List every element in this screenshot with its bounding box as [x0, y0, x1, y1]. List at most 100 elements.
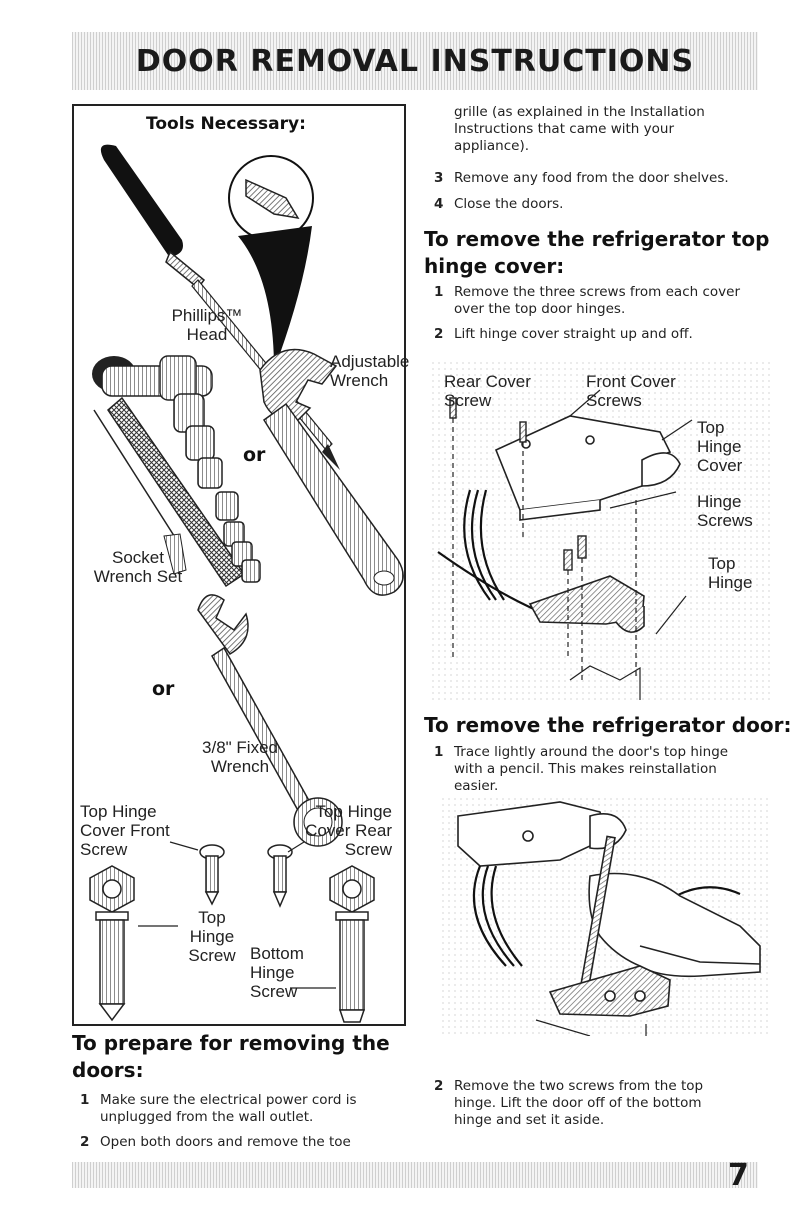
- fixed-wrench-icon: [197, 594, 343, 847]
- top-hinge-cover-label: Top Hinge Cover: [697, 418, 742, 475]
- thc-front-line1: Top Hinge: [80, 802, 157, 821]
- phillips-label: Phillips™ Head: [152, 306, 262, 344]
- top-hinge-icon: [548, 965, 671, 1017]
- step-text: Close the doors.: [454, 196, 564, 212]
- thc-label-line3: Cover: [697, 456, 743, 475]
- hinge-screws-label: Hinge Screws: [697, 492, 753, 530]
- top-hinge-cover-rear-screw-label: Top Hinge Cover Rear Screw: [282, 802, 392, 859]
- front-label-line2: Screws: [586, 391, 642, 410]
- step-text: Make sure the electrical power cord is u…: [100, 1092, 357, 1126]
- step-text-line: over the top door hinges.: [454, 301, 626, 317]
- tracing-hinge-diagram: [440, 796, 770, 1036]
- hinge-cover-outline-icon: [457, 801, 627, 867]
- adjustable-label-line2: Wrench: [330, 371, 389, 390]
- page-number: 7: [728, 1158, 749, 1193]
- bottom-hinge-screw-label: Bottom Hinge Screw: [250, 944, 304, 1001]
- cont-line3: appliance).: [454, 138, 530, 154]
- thc-front-line2: Cover Front: [80, 821, 170, 840]
- socket-wrench-set-icon: [92, 355, 261, 588]
- prepare-step-2-continued: grille (as explained in the Installation…: [454, 104, 774, 155]
- thc-front-line3: Screw: [80, 840, 128, 859]
- cont-line1: grille (as explained in the Installation: [454, 104, 705, 120]
- top-hinge-icon: [528, 575, 645, 633]
- step-text-line: Remove the three screws from each cover: [454, 284, 740, 300]
- step-text: Lift hinge cover straight up and off.: [454, 326, 693, 342]
- or-label-2: or: [152, 678, 175, 700]
- header-banner: DOOR REMOVAL INSTRUCTIONS: [72, 32, 758, 90]
- cont-line2: Instructions that came with your: [454, 121, 675, 137]
- step-text: Trace lightly around the door's top hing…: [454, 744, 728, 795]
- th-label-line2: Hinge: [708, 573, 753, 592]
- ths-line2: Hinge: [189, 927, 235, 946]
- front-cover-screws-label: Front Cover Screws: [586, 372, 676, 410]
- step-number: 1: [434, 744, 444, 760]
- socket-label-line2: Wrench Set: [93, 567, 183, 586]
- front-label-line1: Front Cover: [586, 372, 676, 391]
- step-number: 2: [434, 1078, 444, 1094]
- step-number: 1: [80, 1092, 90, 1108]
- top-hinge-screw-icon: [89, 865, 135, 1022]
- fixed-label-line2: Wrench: [210, 757, 270, 776]
- adjustable-wrench-icon: [259, 348, 404, 596]
- tools-illustration: [89, 144, 404, 1023]
- step-text-line: Make sure the electrical power cord is: [100, 1092, 357, 1108]
- step-number: 4: [434, 196, 444, 212]
- adjustable-wrench-label: Adjustable Wrench: [330, 352, 409, 390]
- phillips-tip-detail-icon: [228, 155, 314, 370]
- thc-rear-line3: Screw: [344, 840, 392, 859]
- step-text: Remove the three screws from each cover …: [454, 284, 740, 318]
- step-text-line: Remove the two screws from the top: [454, 1078, 704, 1094]
- step-text: Remove the two screws from the top hinge…: [454, 1078, 703, 1129]
- phillips-label-line1: Phillips™: [171, 306, 243, 325]
- bhs-line3: Screw: [250, 982, 298, 1001]
- remove-door-heading: To remove the refrigerator door:: [424, 713, 792, 737]
- step-number: 2: [434, 326, 444, 342]
- adjustable-label-line1: Adjustable: [330, 352, 410, 371]
- step-text-line: easier.: [454, 778, 499, 794]
- hinge-cover-icon: [494, 415, 681, 521]
- power-cord-icon: [472, 865, 741, 967]
- rear-cover-screw-label: Rear Cover Screw: [444, 372, 531, 410]
- step-text-line: hinge. Lift the door off of the bottom: [454, 1095, 702, 1111]
- step-text-line: hinge and set it aside.: [454, 1112, 605, 1128]
- page-title: DOOR REMOVAL INSTRUCTIONS: [135, 43, 695, 79]
- thc-rear-line2: Cover Rear: [305, 821, 392, 840]
- step-text-line: Trace lightly around the door's top hing…: [454, 744, 729, 760]
- tools-title: Tools Necessary:: [146, 114, 306, 134]
- step-text: Open both doors and remove the toe: [100, 1134, 351, 1150]
- bottom-hinge-screw-icon: [329, 865, 375, 1023]
- top-hinge-cover-front-screw-label: Top Hinge Cover Front Screw: [80, 802, 170, 859]
- step-number: 3: [434, 170, 444, 186]
- step-number: 1: [434, 284, 444, 300]
- socket-label-line1: Socket: [112, 548, 164, 567]
- hs-label-line2: Screws: [697, 511, 753, 530]
- top-hinge-label: Top Hinge: [708, 554, 752, 592]
- footer-bar: [72, 1162, 758, 1188]
- top-hinge-screw-label: Top Hinge Screw: [172, 908, 252, 965]
- bhs-line2: Hinge: [250, 963, 295, 982]
- socket-wrench-label: Socket Wrench Set: [78, 548, 198, 586]
- thc-label-line1: Top: [697, 418, 725, 437]
- step-text-line: unplugged from the wall outlet.: [100, 1109, 314, 1125]
- hinge-cover-heading: To remove the refrigerator top hinge cov…: [424, 226, 769, 280]
- prepare-heading: To prepare for removing the doors:: [72, 1030, 390, 1084]
- th-label-line1: Top: [708, 554, 736, 573]
- top-hinge-cover-front-screw-icon: [199, 844, 225, 906]
- thc-rear-line1: Top Hinge: [315, 802, 392, 821]
- step-text-line: with a pencil. This makes reinstallation: [454, 761, 717, 777]
- rear-label-line2: Screw: [444, 391, 492, 410]
- thc-label-line2: Hinge: [697, 437, 742, 456]
- hinge-cover-heading-line2: hinge cover:: [424, 254, 565, 278]
- fixed-wrench-label: 3/8" Fixed Wrench: [180, 738, 300, 776]
- bhs-line1: Bottom: [250, 944, 304, 963]
- rear-label-line1: Rear Cover: [444, 372, 531, 391]
- fixed-label-line1: 3/8" Fixed: [202, 738, 278, 757]
- ths-line3: Screw: [188, 946, 236, 965]
- top-hinge-cover-rear-screw-icon: [267, 844, 293, 908]
- phillips-label-line2: Head: [186, 325, 228, 344]
- hinge-cover-diagram: [430, 360, 770, 700]
- prepare-heading-line2: doors:: [72, 1058, 144, 1082]
- hinge-cover-heading-line1: To remove the refrigerator top: [424, 227, 770, 251]
- tools-box: [72, 104, 406, 1026]
- step-text: Remove any food from the door shelves.: [454, 170, 729, 186]
